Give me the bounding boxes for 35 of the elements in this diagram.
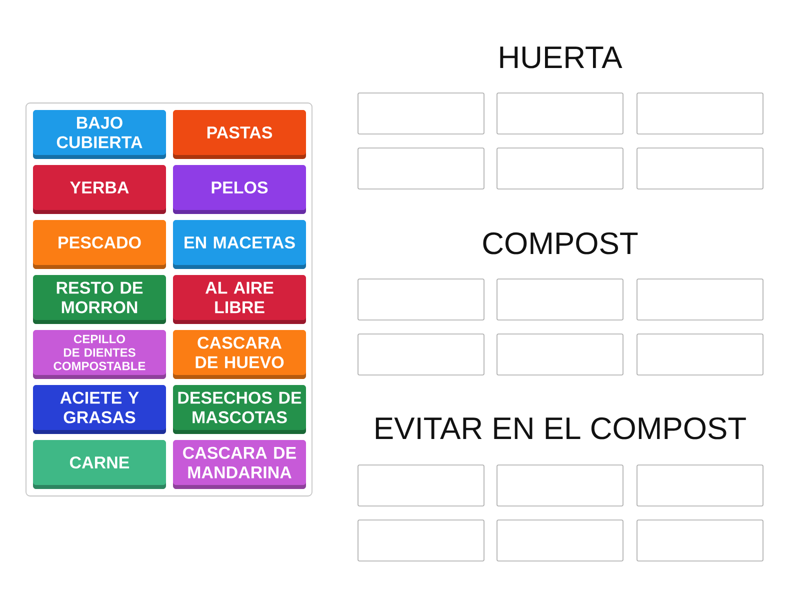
answer-box <box>496 92 624 134</box>
answer-box <box>358 464 484 506</box>
word-tile: ACIETE Y GRASAS <box>33 385 166 434</box>
answer-box <box>496 520 624 562</box>
answer-box <box>358 148 484 190</box>
word-tile: BAJO CUBIERTA <box>33 110 166 159</box>
answer-box <box>636 520 764 562</box>
answer-box <box>636 92 764 134</box>
word-tile: PESCADO <box>33 220 166 269</box>
word-tile: AL AIRE LIBRE <box>173 275 306 324</box>
answer-box <box>636 334 764 376</box>
answer-box <box>358 520 484 562</box>
word-tile: YERBA <box>33 165 166 214</box>
word-tile: CASCARA DE MANDARINA <box>173 440 306 489</box>
answer-box <box>496 334 624 376</box>
answer-box <box>358 278 484 320</box>
answer-box <box>496 464 624 506</box>
word-tile: EN MACETAS <box>173 220 306 269</box>
word-tile: PASTAS <box>173 110 306 159</box>
answer-box <box>358 334 484 376</box>
word-tile: CARNE <box>33 440 166 489</box>
answer-box <box>636 148 764 190</box>
answer-box <box>496 278 624 320</box>
word-tile: CASCARA DE HUEVO <box>173 330 306 379</box>
word-tile: PELOS <box>173 165 306 214</box>
answer-box <box>636 278 764 320</box>
group-heading: HUERTA <box>500 46 622 68</box>
answer-box <box>496 148 624 190</box>
word-tile: RESTO DE MORRON <box>33 275 166 324</box>
word-tile: DESECHOS DE MASCOTAS <box>173 385 306 434</box>
answer-box <box>636 464 764 506</box>
answer-box <box>358 92 484 134</box>
group-heading: EVITAR EN EL COMPOST <box>376 417 746 440</box>
group-heading: COMPOST <box>483 232 638 254</box>
word-tile: CEPILLO DE DIENTES COMPOSTABLE <box>33 330 166 379</box>
